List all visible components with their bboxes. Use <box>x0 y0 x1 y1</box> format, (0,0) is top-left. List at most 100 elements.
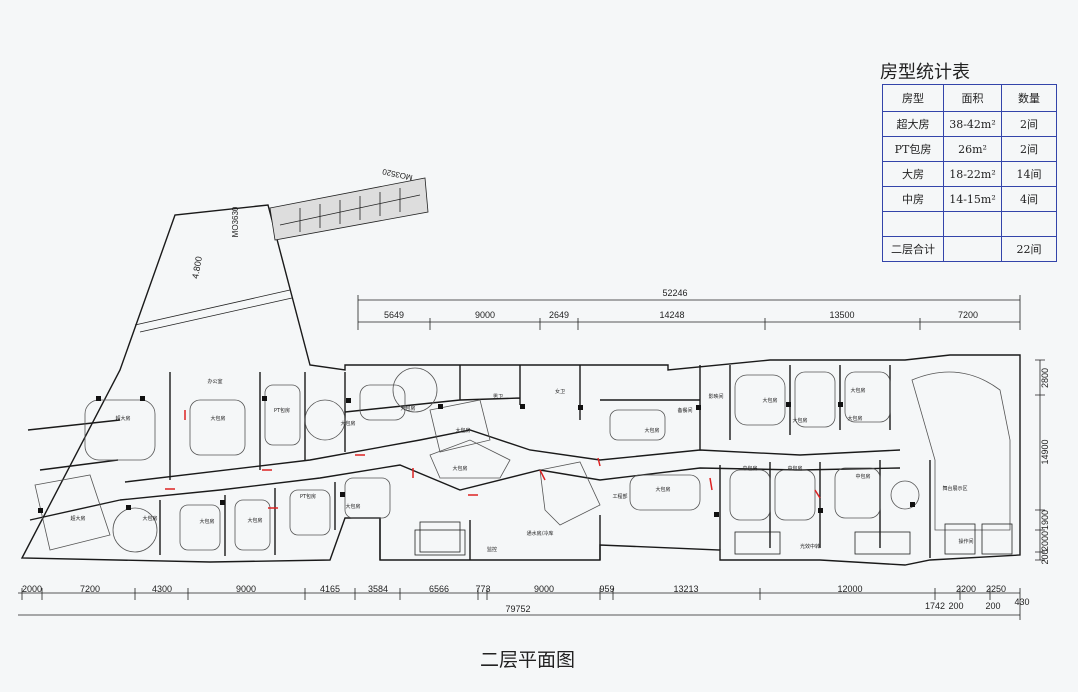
room-label: 大包房 <box>345 503 360 510</box>
dim-bottom: 2250 <box>986 584 1006 594</box>
room-label: 影映间 <box>708 393 723 400</box>
room-label: 大包房 <box>850 387 865 394</box>
room-labels: 办公室 超大房 PT包房 大包房 大包房 大包房 男卫 女卫 大包房 大包房 备… <box>70 378 973 553</box>
table-row: 超大房 38-42m² 2间 <box>882 111 1057 137</box>
room-label: 超大房 <box>115 415 130 422</box>
stairs <box>134 177 1013 556</box>
dim-right: 2800 <box>1040 368 1050 388</box>
room-label: 大包房 <box>455 427 470 434</box>
table-cell: 14-15m² <box>943 186 1002 212</box>
room-label: 操作间 <box>958 538 973 545</box>
room-label: 大包房 <box>247 517 262 524</box>
building-outline <box>20 204 1021 566</box>
dim-right: 1900 <box>1040 510 1050 530</box>
room-label: 大包房 <box>210 415 225 422</box>
dim-top-total: 52246 <box>662 288 687 298</box>
room-label: 光效中转 <box>800 543 820 550</box>
dim-bottom: 7200 <box>80 584 100 594</box>
table-row <box>882 211 1057 237</box>
dim-bottom-small: 1742 <box>925 601 945 611</box>
table-cell <box>943 236 1002 262</box>
room-label: 大包房 <box>792 417 807 424</box>
room-label: 大包房 <box>644 427 659 434</box>
column-header: 房型 <box>882 84 944 112</box>
room-label: 女卫 <box>555 388 565 395</box>
table-cell: 22间 <box>1001 236 1057 262</box>
dim-right: 2000 <box>1040 531 1050 551</box>
dim-bottom: 13213 <box>673 584 698 594</box>
table-row: 大房 18-22m² 14间 <box>882 161 1057 187</box>
dim-top: 2649 <box>549 310 569 320</box>
dim-bottom: 2000 <box>22 584 42 594</box>
dim-bottom: 2200 <box>956 584 976 594</box>
room-label: 舞台展示区 <box>942 485 967 492</box>
stats-table-title: 房型统计表 <box>880 62 970 83</box>
dim-bottom: 4300 <box>152 584 172 594</box>
table-cell: 超大房 <box>882 111 944 137</box>
table-cell <box>1001 211 1057 237</box>
dim-top: 7200 <box>958 310 978 320</box>
room-label: 监控 <box>487 546 497 553</box>
dim-top: 5649 <box>384 310 404 320</box>
table-cell: 中房 <box>882 186 944 212</box>
room-label: 中包房 <box>742 465 757 472</box>
room-label: 大包房 <box>655 486 670 493</box>
table-cell: 26m² <box>943 136 1002 162</box>
dim-bottom-small: 200 <box>985 601 1000 611</box>
dim-bottom: 3584 <box>368 584 388 594</box>
dim-bottom: 9000 <box>236 584 256 594</box>
dim-bottom: 4165 <box>320 584 340 594</box>
dim-bottom: 9000 <box>534 584 554 594</box>
room-label: 大包房 <box>199 518 214 525</box>
table-cell: 4间 <box>1001 186 1057 212</box>
table-cell: 2间 <box>1001 111 1057 137</box>
plan-title: 二层平面图 <box>480 649 576 671</box>
room-label: 大包房 <box>142 515 157 522</box>
room-label: PT包房 <box>274 407 290 414</box>
room-label: PT包房 <box>300 493 316 500</box>
column-header: 面积 <box>943 84 1002 112</box>
dimension-texts: 52246 5649 9000 2649 14248 13500 7200 20… <box>22 167 1050 614</box>
dim-bottom: 12000 <box>837 584 862 594</box>
dim-top: 13500 <box>829 310 854 320</box>
table-row: 中房 14-15m² 4间 <box>882 186 1057 212</box>
table-cell: 14间 <box>1001 161 1057 187</box>
room-label: 大包房 <box>452 465 467 472</box>
dim-bottom: 6566 <box>429 584 449 594</box>
room-label: 中包房 <box>855 473 870 480</box>
room-label: 中包房 <box>787 465 802 472</box>
room-label: 通水房/冷库 <box>527 530 554 537</box>
table-cell: 大房 <box>882 161 944 187</box>
room-label: 大包房 <box>762 397 777 404</box>
furniture-layer <box>34 367 1011 553</box>
column-header: 数量 <box>1001 84 1057 112</box>
table-cell <box>882 211 944 237</box>
circulation-arrows <box>165 410 821 509</box>
table-cell: 18-22m² <box>943 161 1002 187</box>
dim-right: 200 <box>1040 549 1050 564</box>
room-label: 备餐间 <box>677 407 692 414</box>
dim-bottom: 773 <box>475 584 490 594</box>
room-label: 办公室 <box>207 378 222 385</box>
stair-code: MO3520 <box>381 167 413 182</box>
dim-right: 14900 <box>1040 439 1050 464</box>
dim-top: 9000 <box>475 310 495 320</box>
table-cell: PT包房 <box>882 136 944 162</box>
table-cell: 二层合计 <box>882 236 944 262</box>
dim-bottom-small: 200 <box>948 601 963 611</box>
room-label: 工程部 <box>612 493 627 500</box>
table-row-total: 二层合计 22间 <box>882 236 1057 262</box>
room-label: 超大房 <box>70 515 85 522</box>
column-markers <box>38 396 915 517</box>
dim-bottom-total: 79752 <box>505 604 530 614</box>
dimension-lines <box>18 295 1045 620</box>
stair-code: MO3630 <box>231 206 240 237</box>
slope-label: 4.800 <box>190 256 204 280</box>
table-cell: 38-42m² <box>943 111 1002 137</box>
room-label: 男卫 <box>493 394 503 400</box>
room-stats-table: 房型 面积 数量 超大房 38-42m² 2间 PT包房 26m² 2间 大房 … <box>882 84 1057 262</box>
room-label: 大包房 <box>847 415 862 422</box>
room-label: 大包房 <box>340 420 355 427</box>
room-label: 大包房 <box>400 405 415 412</box>
